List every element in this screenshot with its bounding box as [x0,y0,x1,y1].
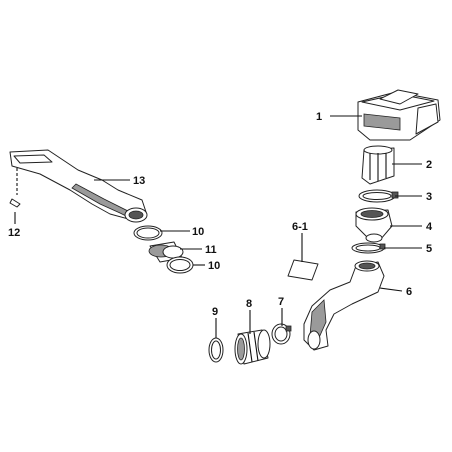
air-intake-coupler [234,329,271,365]
hose-clamp-lower [351,242,386,254]
duct-foam-pad [287,259,319,281]
hose-clamp-upper [358,189,399,203]
callout-10-lower: 10 [208,260,220,272]
callout-6: 6 [406,286,412,298]
callout-5: 5 [426,243,432,255]
leader-6 [379,287,403,292]
callout-9: 9 [212,306,218,318]
hose-clamp-small [271,323,292,345]
callout-labels: 1 2 3 4 5 6 6-1 7 8 9 10 11 10 12 13 [8,111,433,318]
retaining-pin [9,168,21,208]
rubber-coupler [148,241,184,263]
callout-13: 13 [133,175,145,187]
filter-adapter [355,207,393,243]
clamp-ring-upper [133,225,163,241]
leader-lines [14,115,422,338]
callout-8: 8 [246,298,252,310]
callout-3: 3 [426,191,432,203]
callout-12: 12 [8,227,20,239]
callout-10-upper: 10 [192,226,204,238]
callout-4: 4 [426,221,433,233]
callout-1: 1 [316,111,322,123]
air-filter-element [361,145,395,185]
callout-7: 7 [278,296,284,308]
intake-duct-elbow [303,260,385,351]
airbox-housing [357,89,441,141]
callout-11: 11 [205,244,217,256]
callout-6-1: 6-1 [292,221,308,233]
clamp-ring-lower [166,256,194,274]
ring-clamp [208,337,224,363]
callout-2: 2 [426,159,432,171]
snorkel-intake-tube [9,149,148,223]
